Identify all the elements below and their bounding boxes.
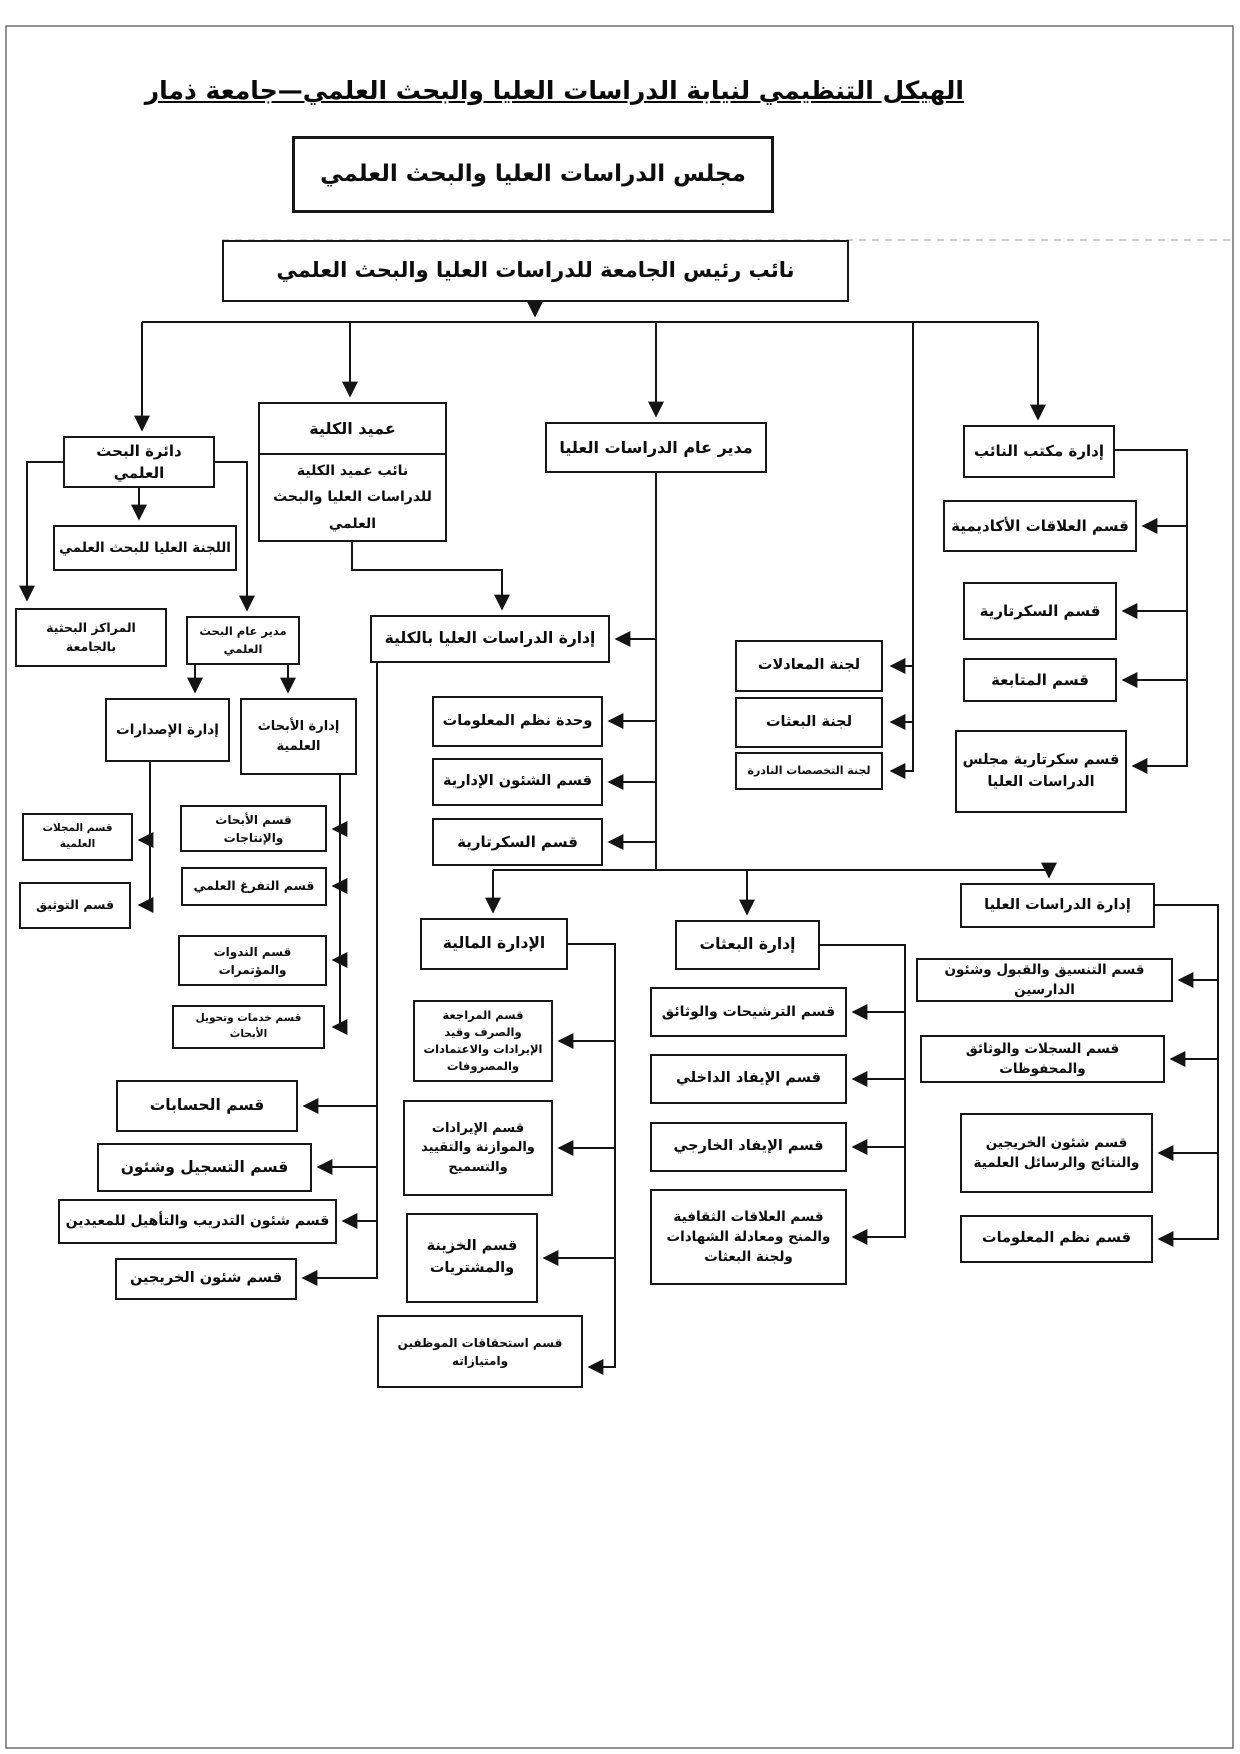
node-research-services: قسم خدمات وتحويل الأبحاث — [172, 1005, 325, 1049]
node-sabbatical: قسم التفرغ العلمي — [181, 867, 327, 906]
node-follow-up: قسم المتابعة — [963, 658, 1117, 702]
node-info-systems: قسم نظم المعلومات — [960, 1215, 1153, 1263]
node-research-admin: إدارة الأبحاث العلمية — [240, 698, 357, 775]
node-research-centers: المراكز البحثية بالجامعة — [15, 608, 167, 667]
page-title: الهيكل التنظيمي لنيابة الدراسات العليا و… — [144, 76, 964, 105]
node-external-dispatch: قسم الإيفاد الخارجي — [650, 1122, 847, 1172]
node-accounts: قسم الحسابات — [116, 1080, 298, 1132]
node-council-secretariat: قسم سكرتارية مجلس الدراسات العليا — [955, 730, 1127, 813]
page-border — [5, 25, 1234, 1749]
node-info-systems-unit: وحدة نظم المعلومات — [432, 696, 603, 747]
node-graduates-results: قسم شئون الخريجين والنتائج والرسائل العل… — [960, 1113, 1153, 1193]
node-revenues-budget: قسم الإيرادات والموازنة والتقييد والتسمي… — [403, 1100, 553, 1196]
node-dean: عميد الكلية — [260, 404, 445, 455]
node-treasury-purchases: قسم الخزينة والمشتريات — [406, 1213, 538, 1303]
node-scholarship-committee: لجنة البعثات — [735, 697, 883, 748]
node-audit-disbursement: قسم المراجعة والصرف وقيد الإيرادات والاع… — [413, 1000, 553, 1082]
node-admin-affairs: قسم الشئون الإدارية — [432, 758, 603, 806]
node-scholarships-admin: إدارة البعثات — [675, 920, 820, 970]
node-council: مجلس الدراسات العليا والبحث العلمي — [292, 136, 774, 213]
node-vp-office: إدارة مكتب النائب — [963, 425, 1115, 478]
node-publications-admin: إدارة الإصدارات — [105, 698, 230, 762]
node-conferences: قسم الندوات والمؤتمرات — [178, 935, 327, 986]
node-cultural-relations: قسم العلاقات الثقافية والمنح ومعادلة الش… — [650, 1189, 847, 1285]
node-equivalency-committee: لجنة المعادلات — [735, 640, 883, 692]
node-office-secretariat: قسم السكرتارية — [963, 582, 1117, 640]
node-registration: قسم التسجيل وشئون — [97, 1143, 312, 1192]
node-training-qualification: قسم شئون التدريب والتأهيل للمعيدين — [58, 1199, 337, 1244]
node-college-grad-studies: إدارة الدراسات العليا بالكلية — [370, 615, 610, 663]
node-rare-specializations-committee: لجنة التخصصات النادرة — [735, 752, 883, 790]
node-academic-relations: قسم العلاقات الأكاديمية — [943, 500, 1137, 552]
node-records-archives: قسم السجلات والوثائق والمحفوظات — [920, 1035, 1165, 1083]
node-dg-scientific-research: مدير عام البحث العلمي — [186, 616, 300, 665]
node-scientific-journals: قسم المجلات العلمية — [22, 813, 133, 861]
node-research-dept: دائرة البحث العلمي — [63, 436, 215, 488]
node-college-secretariat: قسم السكرتارية — [432, 818, 603, 866]
node-higher-research-committee: اللجنة العليا للبحث العلمي — [53, 525, 237, 571]
node-vp: نائب رئيس الجامعة للدراسات العليا والبحث… — [222, 240, 849, 302]
node-research-productions: قسم الأبحاث والإنتاجات — [180, 805, 327, 852]
node-documentation: قسم التوثيق — [19, 882, 131, 929]
node-graduates-affairs: قسم شئون الخريجين — [115, 1258, 297, 1300]
node-staff-entitlements: قسم استحقاقات الموظفين وامتيازاته — [377, 1315, 583, 1388]
node-internal-dispatch: قسم الإيفاد الداخلي — [650, 1054, 847, 1104]
node-coordination-admission: قسم التنسيق والقبول وشئون الدارسين — [916, 958, 1173, 1002]
node-grad-studies-admin: إدارة الدراسات العليا — [960, 883, 1155, 928]
node-financial-admin: الإدارة المالية — [420, 918, 568, 970]
node-dg-grad-studies: مدير عام الدراسات العليا — [545, 422, 767, 473]
node-vice-dean: نائب عميد الكلية للدراسات العليا والبحث … — [273, 462, 432, 532]
node-nominations-documents: قسم الترشيحات والوثائق — [650, 987, 847, 1037]
